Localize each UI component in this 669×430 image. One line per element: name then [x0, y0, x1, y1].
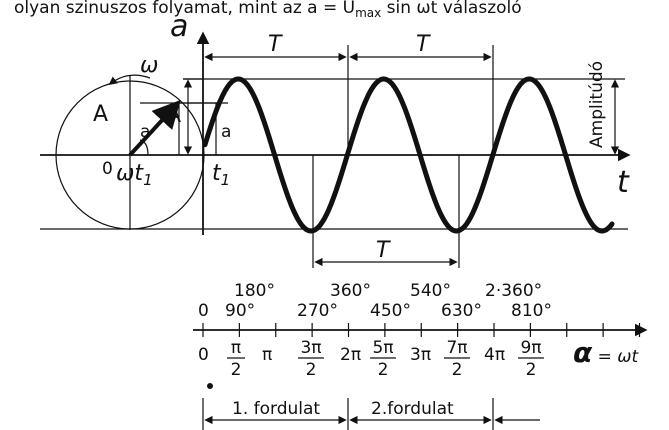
amplitude-label: Amplitúdó: [587, 61, 607, 148]
rad-frac-pi-2: π 2: [227, 338, 245, 380]
rad-label-3pi: 3π: [410, 345, 431, 365]
amplitude-A-label: A: [166, 103, 181, 128]
a-at-t1-label: a: [221, 122, 231, 142]
origin-label: 0: [102, 159, 113, 179]
svg-text:2: 2: [526, 360, 537, 380]
deg-label-270: 270°: [297, 301, 338, 321]
deg-label-540: 540°: [410, 281, 451, 301]
svg-text:2: 2: [231, 360, 242, 380]
revolution-label-2: 2.fordulat: [371, 399, 454, 419]
omega-t1-label: ωt1: [116, 161, 153, 189]
svg-text:2: 2: [452, 360, 463, 380]
alpha-axis-ticks: [202, 323, 641, 337]
rad-label-4pi: 4π: [484, 345, 505, 365]
rad-label-0: 0: [198, 345, 209, 365]
rad-label-2pi: 2π: [340, 345, 361, 365]
rad-frac-7pi-2: 7π 2: [444, 338, 470, 380]
alpha-eq-label: α = ωt: [573, 336, 640, 369]
deg-label-90: 90°: [225, 301, 255, 321]
svg-text:3π: 3π: [300, 338, 321, 358]
deg-label-810: 810°: [511, 301, 552, 321]
deg-label-2x360: 2·360°: [485, 281, 542, 301]
period-T-label-1: T: [268, 32, 283, 57]
caption-text: olyan szinuszos folyamat, mint az a = Um…: [14, 0, 522, 20]
ink-dot: [207, 383, 213, 389]
rad-frac-9pi-2: 9π 2: [518, 338, 544, 380]
vector-A-label: A: [93, 102, 108, 127]
t-axis-label: t: [617, 165, 630, 200]
svg-text:7π: 7π: [446, 338, 467, 358]
a-axis-label: a: [170, 9, 188, 44]
deg-label-180: 180°: [234, 281, 275, 301]
t1-label: t1: [212, 161, 230, 189]
rad-label-pi: π: [262, 345, 272, 365]
deg-label-450: 450°: [370, 301, 411, 321]
period-T-label-2: T: [416, 32, 431, 57]
deg-label-0: 0: [198, 301, 209, 321]
deg-label-630: 630°: [441, 301, 482, 321]
svg-text:9π: 9π: [520, 338, 541, 358]
rad-frac-5pi-2: 5π 2: [370, 338, 396, 380]
svg-text:2: 2: [306, 360, 317, 380]
svg-text:2: 2: [378, 360, 389, 380]
sine-wave-curve: [202, 76, 615, 234]
rotation-arc-arrow: [108, 74, 151, 86]
omega-label: ω: [140, 53, 158, 78]
angle-arc: [139, 139, 149, 156]
revolution-label-1: 1. fordulat: [232, 399, 320, 419]
projection-a-label: a: [140, 122, 150, 142]
period-T-label-3: T: [376, 238, 391, 263]
svg-text:5π: 5π: [372, 338, 393, 358]
deg-label-360: 360°: [330, 281, 371, 301]
rad-frac-3pi-2: 3π 2: [298, 338, 324, 380]
phasor-vector-arrow: [128, 99, 181, 157]
svg-text:π: π: [231, 338, 241, 358]
